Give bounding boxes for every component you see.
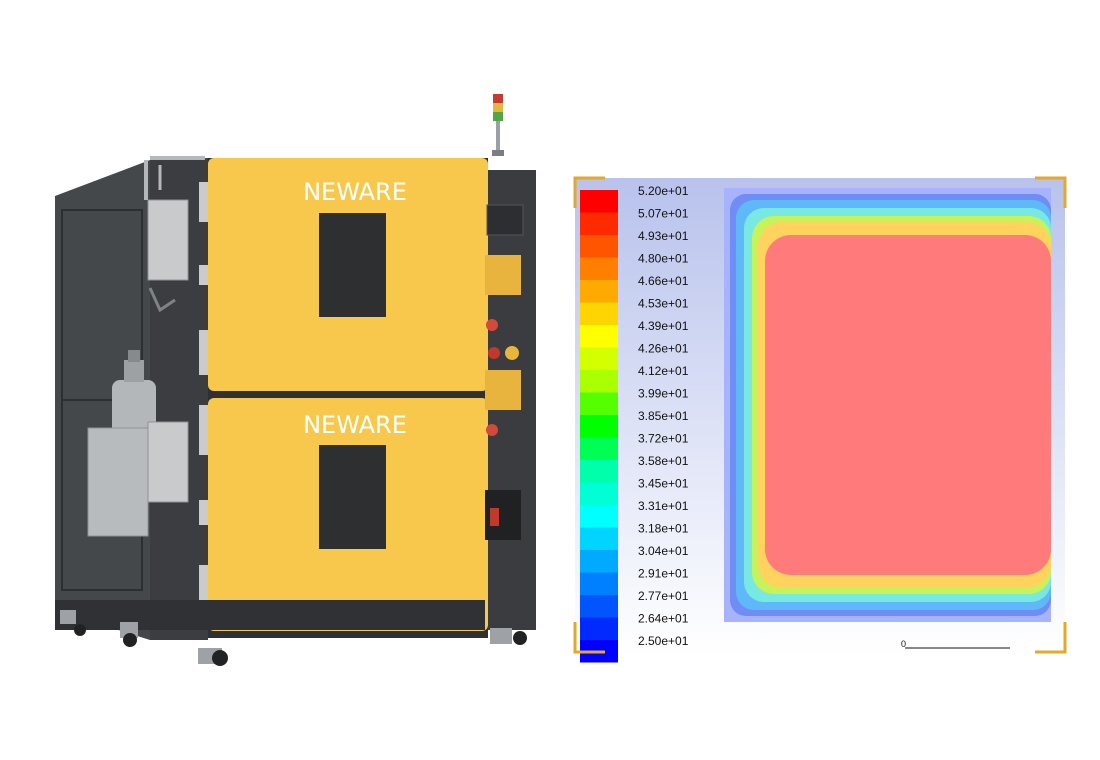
- colorbar-swatch: [580, 460, 618, 483]
- colorbar-swatch: [580, 302, 618, 325]
- colorbar-label: 3.85e+01: [638, 409, 689, 423]
- test-chamber-illustration: NEWARE NEWARE: [55, 94, 536, 666]
- colorbar: [580, 190, 618, 663]
- colorbar-swatch: [580, 257, 618, 280]
- colorbar-label: 2.50e+01: [638, 634, 689, 648]
- colorbar-label: 2.64e+01: [638, 612, 689, 626]
- scale-bar-label: 0: [901, 639, 906, 649]
- colorbar-swatch: [580, 392, 618, 415]
- upper-valve-box: [147, 199, 189, 281]
- colorbar-label: 4.93e+01: [638, 229, 689, 243]
- colorbar-swatch: [580, 550, 618, 573]
- frame-corners: [573, 176, 1067, 654]
- colorbar-label: 3.58e+01: [638, 454, 689, 468]
- colorbar-swatch: [580, 347, 618, 370]
- colorbar-swatch: [580, 235, 618, 258]
- upper-viewing-window: [319, 213, 386, 317]
- thermal-simulation: 5.20e+01 5.07e+01 4.93e+01 4.80e+01 4.66e+01…: [573, 176, 1067, 663]
- colorbar-label: 2.91e+01: [638, 567, 689, 581]
- colorbar-label: 4.66e+01: [638, 274, 689, 288]
- colorbar-swatch: [580, 437, 618, 460]
- colorbar-swatch: [580, 325, 618, 348]
- colorbar-swatch: [580, 617, 618, 640]
- colorbar-swatch: [580, 505, 618, 528]
- colorbar-label: 5.07e+01: [638, 207, 689, 221]
- scale-bar: 0: [901, 639, 1010, 649]
- brand-logo-top: NEWARE: [303, 178, 407, 206]
- colorbar-label: 4.26e+01: [638, 342, 689, 356]
- colorbar-swatch: [580, 527, 618, 550]
- colorbar-label: 3.99e+01: [638, 387, 689, 401]
- colorbar-swatch: [580, 482, 618, 505]
- colorbar-label: 4.39e+01: [638, 319, 689, 333]
- temperature-field: [724, 188, 1051, 622]
- lower-valve-box: [147, 421, 189, 503]
- colorbar-label: 4.12e+01: [638, 364, 689, 378]
- brand-logo-bottom: NEWARE: [303, 411, 407, 439]
- colorbar-label: 3.72e+01: [638, 432, 689, 446]
- colorbar-swatch: [580, 572, 618, 595]
- colorbar-label: 2.77e+01: [638, 589, 689, 603]
- junction-box: [87, 427, 149, 537]
- hot-core-region: [765, 235, 1051, 575]
- colorbar-label: 4.53e+01: [638, 297, 689, 311]
- colorbar-label: 5.20e+01: [638, 184, 689, 198]
- control-panel: [485, 204, 524, 540]
- lower-viewing-window: [319, 445, 386, 549]
- colorbar-swatch: [580, 370, 618, 393]
- colorbar-label: 3.18e+01: [638, 522, 689, 536]
- colorbar-label: 4.80e+01: [638, 252, 689, 266]
- colorbar-swatch: [580, 280, 618, 303]
- colorbar-labels: 5.20e+01 5.07e+01 4.93e+01 4.80e+01 4.66e+01…: [638, 184, 689, 648]
- colorbar-swatch: [580, 415, 618, 438]
- colorbar-label: 3.04e+01: [638, 544, 689, 558]
- signal-tower: [492, 94, 504, 156]
- colorbar-swatch: [580, 595, 618, 618]
- colorbar-swatch: [580, 212, 618, 235]
- colorbar-swatch: [580, 190, 618, 213]
- colorbar-label: 3.45e+01: [638, 477, 689, 491]
- colorbar-label: 3.31e+01: [638, 499, 689, 513]
